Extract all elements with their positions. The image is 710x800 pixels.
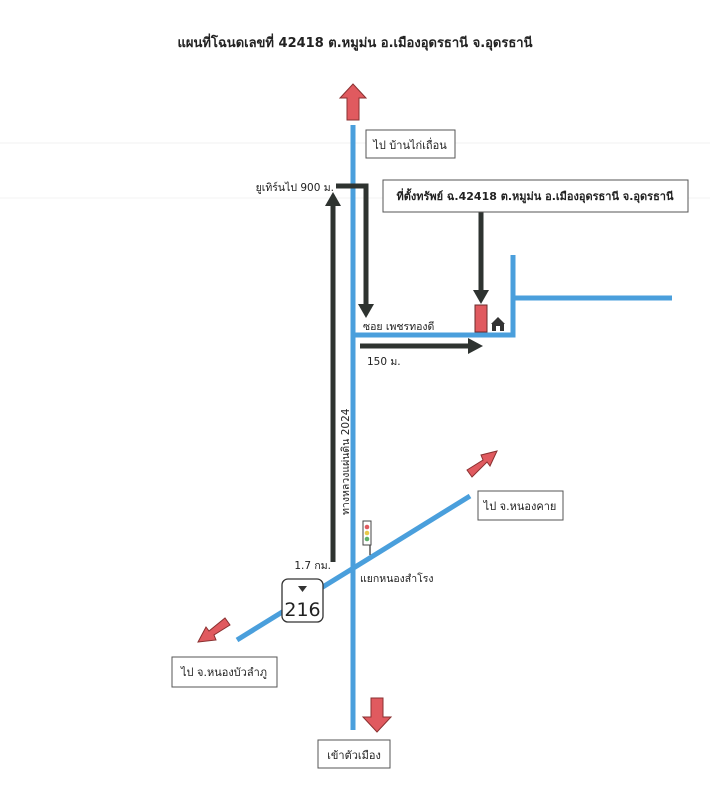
- arrow-south-icon: [361, 697, 393, 733]
- arrowhead-icon: [468, 338, 483, 354]
- route-number: 216: [284, 599, 320, 621]
- route-216-sign: 216: [281, 578, 324, 623]
- arrow-northeast-icon: [466, 450, 498, 478]
- property-label: ที่ตั้งทรัพย์ ฉ.42418 ต.หมูม่น อ.เมืองอุ…: [396, 188, 673, 204]
- uturn-label: ยูเทิร์นไป 900 ม.: [256, 181, 334, 194]
- garuda-icon: [298, 586, 307, 592]
- map-title: แผนที่โฉนดเลขที่ 42418 ต.หมูม่น อ.เมืองอ…: [178, 33, 533, 51]
- property-marker: [474, 304, 488, 333]
- arrow-north-icon: [338, 83, 368, 121]
- distance-km-label: 1.7 กม.: [294, 560, 331, 572]
- junction-label: แยกหนองสำโรง: [360, 572, 434, 585]
- arrowhead-icon: [358, 304, 374, 318]
- southwest-dest-label: ไป จ.หนองบัวลำภู: [180, 666, 267, 679]
- soi-label: ซอย เพชรทองดี: [363, 320, 434, 333]
- house-icon: [491, 317, 505, 331]
- uturn-arrow: [336, 183, 369, 306]
- southwest-dest-box: [171, 656, 278, 688]
- northeast-dest-label: ไป จ.หนองคาย: [483, 500, 557, 513]
- north-dest-box: [365, 129, 456, 159]
- soi-road: [353, 255, 516, 338]
- property-box: [382, 179, 689, 213]
- traffic-light-icon: [362, 520, 372, 555]
- soi-distance-label: 150 ม.: [367, 356, 401, 368]
- northeast-dest-box: [477, 490, 564, 521]
- north-dest-label: ไป บ้านไก่เถื่อน: [372, 137, 447, 152]
- arrow-southwest-icon: [197, 617, 231, 643]
- route-216-road: [235, 493, 472, 643]
- highway-label: ทางหลวงแผ่นดิน 2024: [340, 408, 352, 515]
- south-dest-label: เข้าตัวเมือง: [327, 749, 381, 762]
- arrowhead-icon: [325, 192, 341, 206]
- south-dest-box: [317, 739, 391, 769]
- arrowhead-icon: [473, 290, 489, 304]
